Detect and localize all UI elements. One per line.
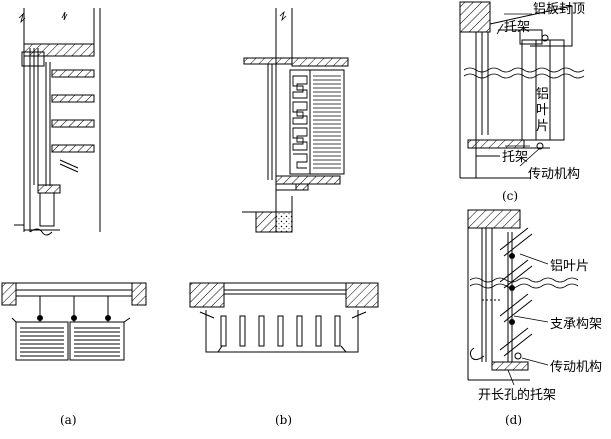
label-blade-d: 铝叶片 (550, 259, 589, 274)
label-support-frame: 支承构架 (550, 317, 602, 332)
label-drive-c: 传动机构 (528, 167, 580, 182)
caption-d: (d) (505, 413, 522, 427)
caption-c: (c) (502, 189, 518, 203)
diagram-d-section (467, 209, 579, 386)
label-top-cover: 铝板封顶 (533, 2, 585, 17)
diagram-a-plan (1, 282, 147, 361)
diagram-a-section (14, 8, 101, 236)
diagram-b-section (242, 8, 349, 233)
label-blade-char-1: 铝 (536, 87, 549, 102)
label-blade-char-2: 叶 (536, 103, 549, 118)
label-blade-char-3: 片 (536, 119, 549, 134)
diagram-c-section (459, 1, 585, 179)
caption-b: (b) (275, 413, 292, 427)
label-slotted-bracket: 开长孔的托架 (478, 387, 556, 403)
label-drive-d: 传动机构 (550, 360, 602, 375)
caption-a: (a) (60, 413, 77, 427)
label-bracket-upper: 托架 (504, 20, 530, 35)
label-bracket-lower: 托架 (502, 150, 528, 165)
diagram-b-plan (189, 282, 379, 353)
